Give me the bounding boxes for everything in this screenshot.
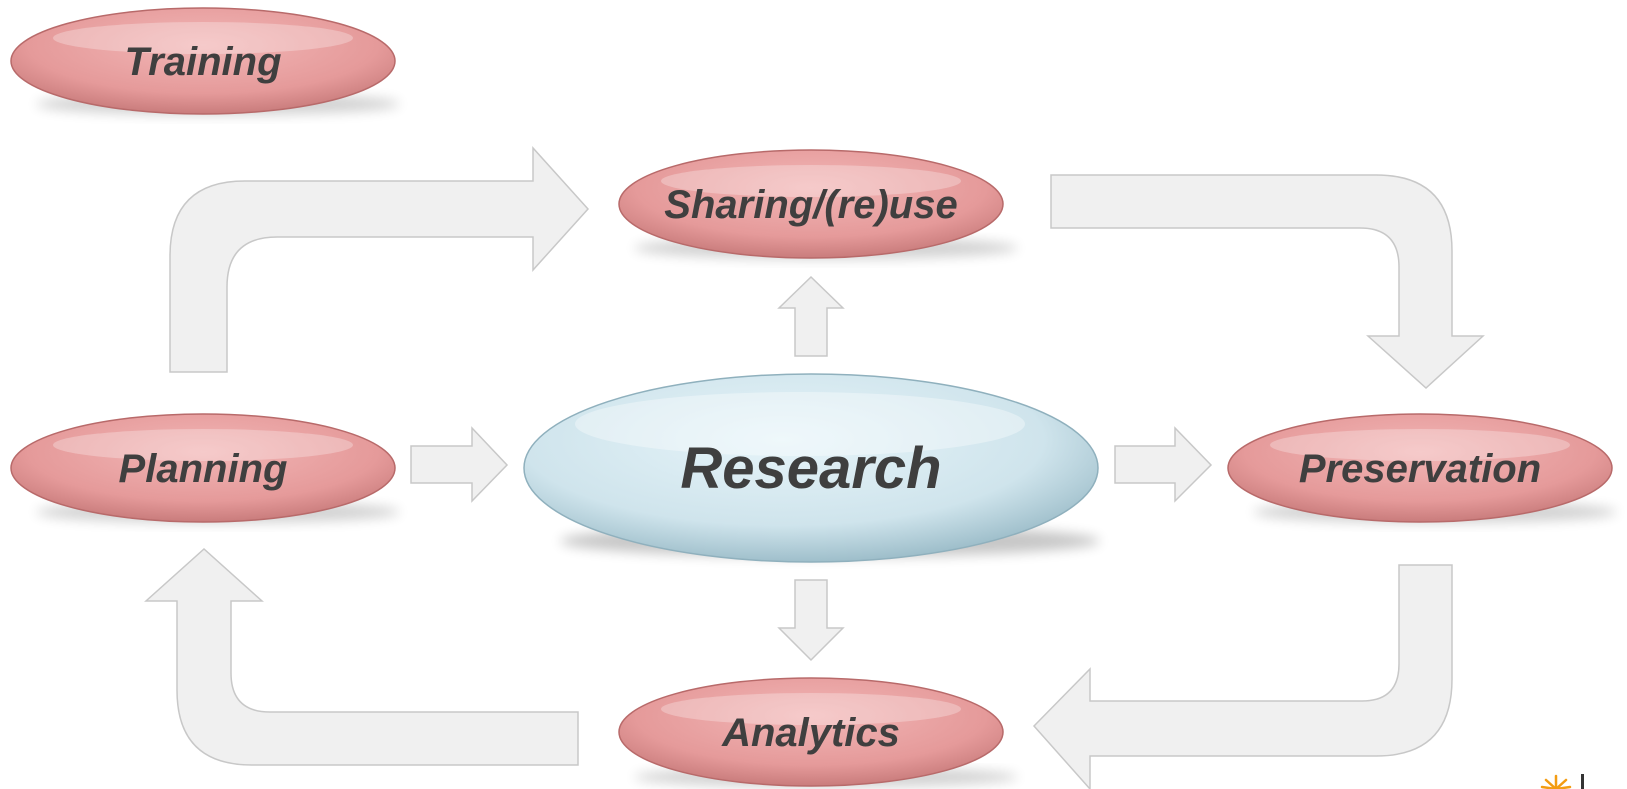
- arrow-sharing-to-preservation: [1050, 174, 1485, 390]
- arrow-research-to-preservation: [1114, 426, 1213, 503]
- arrow-preservation-to-analytics: [1032, 564, 1453, 789]
- arrow-research-to-analytics: [777, 579, 845, 662]
- node-planning-label: Planning: [119, 447, 288, 491]
- node-preservation-label: Preservation: [1299, 447, 1541, 491]
- node-training-label: Training: [124, 40, 281, 84]
- node-analytics: Analytics: [618, 677, 1018, 787]
- node-training: Training: [10, 7, 400, 115]
- node-sharing-label: Sharing/(re)use: [664, 183, 957, 227]
- node-analytics-label: Analytics: [721, 711, 900, 755]
- node-sharing: Sharing/(re)use: [618, 149, 1018, 259]
- node-preservation: Preservation: [1227, 413, 1617, 523]
- logo-icon: [1540, 774, 1584, 789]
- arrow-planning-to-sharing: [169, 146, 590, 373]
- arrow-research-to-sharing: [777, 275, 845, 357]
- node-research-label: Research: [680, 436, 941, 501]
- arrow-analytics-to-planning: [144, 547, 579, 766]
- node-research: Research: [523, 373, 1100, 563]
- node-planning: Planning: [10, 413, 400, 523]
- arrow-planning-to-research: [410, 426, 509, 503]
